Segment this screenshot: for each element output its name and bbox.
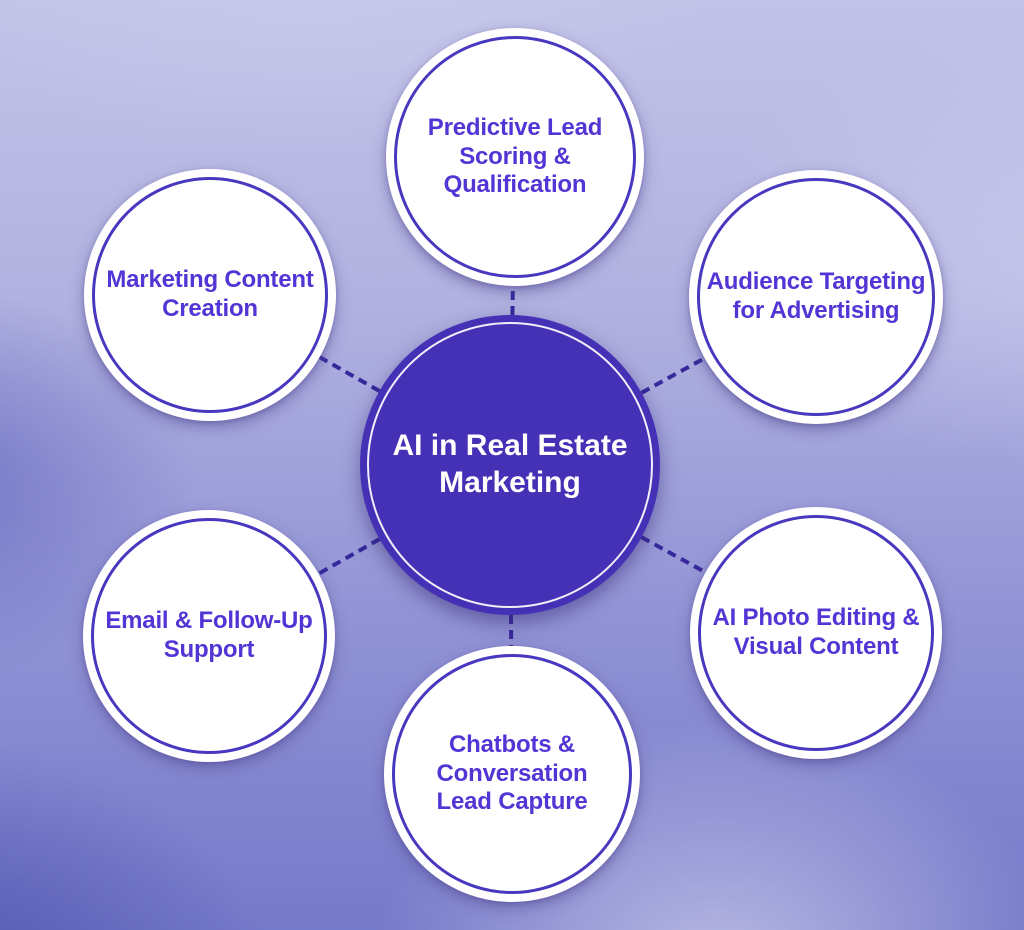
node-ai-photo-editing: AI Photo Editing & Visual Content: [690, 507, 942, 759]
node-label: Audience Targeting for Advertising: [706, 268, 926, 324]
node-label: Predictive Lead Scoring & Qualification: [427, 113, 603, 199]
node-label: Marketing Content Creation: [106, 266, 314, 322]
node-marketing-content-creation: Marketing Content Creation: [84, 169, 336, 421]
node-chatbots-lead-capture: Chatbots & Conversation Lead Capture: [384, 646, 640, 902]
node-label: AI Photo Editing & Visual Content: [712, 604, 920, 660]
node-label: Email & Follow-Up Support: [105, 607, 313, 663]
center-node: AI in Real Estate Marketing: [360, 315, 660, 615]
node-predictive-lead-scoring: Predictive Lead Scoring & Qualification: [386, 28, 644, 286]
node-label: Chatbots & Conversation Lead Capture: [436, 730, 588, 816]
center-node-label: AI in Real Estate Marketing: [392, 429, 628, 499]
node-audience-targeting: Audience Targeting for Advertising: [689, 170, 943, 424]
node-email-follow-up: Email & Follow-Up Support: [83, 510, 335, 762]
